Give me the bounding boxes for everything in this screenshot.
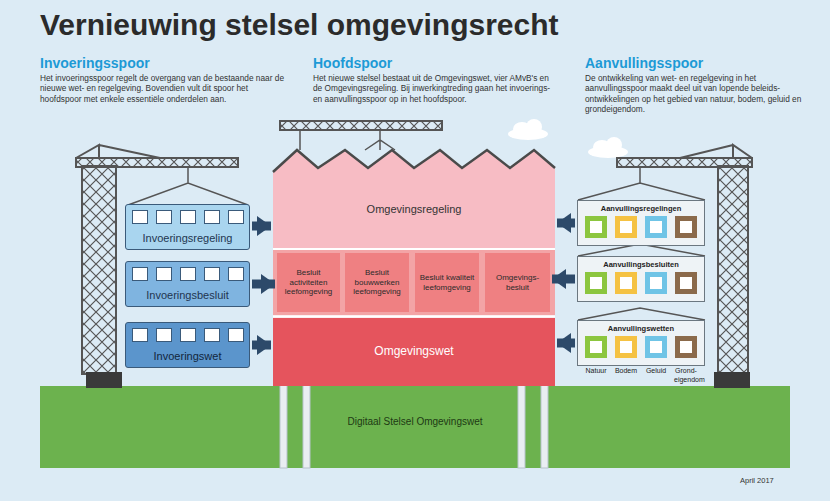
building-section: Omgevingsregeling	[273, 172, 555, 248]
block-arrow	[557, 219, 575, 228]
top-crane	[280, 121, 442, 150]
node-text: Invoeringsbesluit	[146, 289, 229, 302]
body-text: De ontwikkeling van wet- en regelgeving …	[585, 73, 807, 114]
node-text: Besluit kwaliteit leefomgeving	[418, 273, 476, 292]
window	[204, 328, 220, 342]
block-arrow	[552, 275, 575, 284]
node-text: Besluit activiteiten leefomgeving	[280, 268, 337, 297]
colored-square	[615, 336, 637, 358]
colored-square	[645, 216, 667, 238]
window	[180, 328, 196, 342]
section-heading: Hoofdspoor	[313, 55, 553, 73]
node-text: Omgevingswet	[374, 344, 453, 358]
window	[228, 210, 244, 224]
window-row	[132, 328, 244, 342]
block-arrow	[557, 339, 575, 348]
window	[204, 267, 220, 281]
node-text: Invoeringsregeling	[143, 232, 233, 245]
node-text: Omgevings-besluit	[488, 273, 547, 292]
window	[132, 328, 148, 342]
window	[156, 328, 172, 342]
body-text: April 2017	[740, 476, 820, 485]
carriage-box: Invoeringsregeling	[125, 204, 250, 250]
block-arrow	[252, 222, 271, 231]
building-section: Omgevingswet	[273, 318, 555, 385]
node-text: Omgevingsregeling	[367, 203, 462, 216]
window	[228, 328, 244, 342]
window	[156, 267, 172, 281]
ground	[40, 386, 790, 468]
square-label: Bodem	[614, 367, 638, 376]
main-building	[273, 150, 555, 386]
colored-square	[675, 272, 697, 294]
supplement-building: Aanvullingsbesluiten	[577, 256, 705, 302]
colored-square	[675, 216, 697, 238]
window	[204, 210, 220, 224]
section-heading: Invoeringsspoor	[40, 55, 280, 73]
building-section: Besluit activiteiten leefomgeving	[277, 253, 340, 312]
block-arrow	[252, 341, 271, 350]
carriage-box: Invoeringswet	[125, 322, 250, 368]
node-text: Aanvullingswetten	[608, 324, 674, 333]
colored-square	[645, 336, 667, 358]
node-text: Aanvullingsregelingen	[601, 204, 681, 213]
supplement-building: Aanvullingswetten	[577, 320, 705, 366]
colored-square	[645, 272, 667, 294]
node-text: Digitaal Stelsel Omgevingswet	[347, 416, 482, 428]
node-text: Besluit bouwwerken leefomgeving	[348, 268, 406, 297]
right-crane	[578, 145, 752, 388]
colored-square	[615, 272, 637, 294]
node-text: Aanvullingsbesluiten	[603, 260, 678, 269]
window-row	[132, 267, 244, 281]
title: Vernieuwing stelsel omgevingsrecht	[40, 8, 559, 42]
window	[180, 267, 196, 281]
section-heading: Aanvullingsspoor	[585, 55, 805, 73]
block-arrow	[252, 280, 275, 289]
window-row	[132, 210, 244, 224]
square-row	[585, 216, 697, 238]
colored-square	[585, 272, 607, 294]
square-row	[585, 336, 697, 358]
window	[132, 267, 148, 281]
window	[228, 267, 244, 281]
square-label: Grond-eigendom	[674, 367, 698, 385]
window	[132, 210, 148, 224]
stilts	[280, 385, 548, 468]
cloud	[508, 119, 628, 158]
square-row	[585, 272, 697, 294]
colored-square	[585, 336, 607, 358]
node-text: Invoeringswet	[154, 350, 222, 363]
colored-square	[585, 216, 607, 238]
building-section: Besluit bouwwerken leefomgeving	[345, 253, 409, 312]
body-text: Het invoeringsspoor regelt de overgang v…	[40, 73, 288, 104]
body-text: Het nieuwe stelsel bestaat uit de Omgevi…	[313, 73, 557, 104]
carriage-box: Invoeringsbesluit	[125, 261, 250, 307]
window	[180, 210, 196, 224]
square-label: Natuur	[584, 367, 608, 376]
colored-square	[615, 216, 637, 238]
colored-square	[675, 336, 697, 358]
building-section: Besluit kwaliteit leefomgeving	[415, 253, 479, 312]
supplement-building: Aanvullingsregelingen	[577, 200, 705, 246]
window	[156, 210, 172, 224]
building-section: Digitaal Stelsel Omgevingswet	[320, 410, 510, 434]
building-section: Omgevings-besluit	[485, 253, 550, 312]
square-label: Geluid	[644, 367, 668, 376]
